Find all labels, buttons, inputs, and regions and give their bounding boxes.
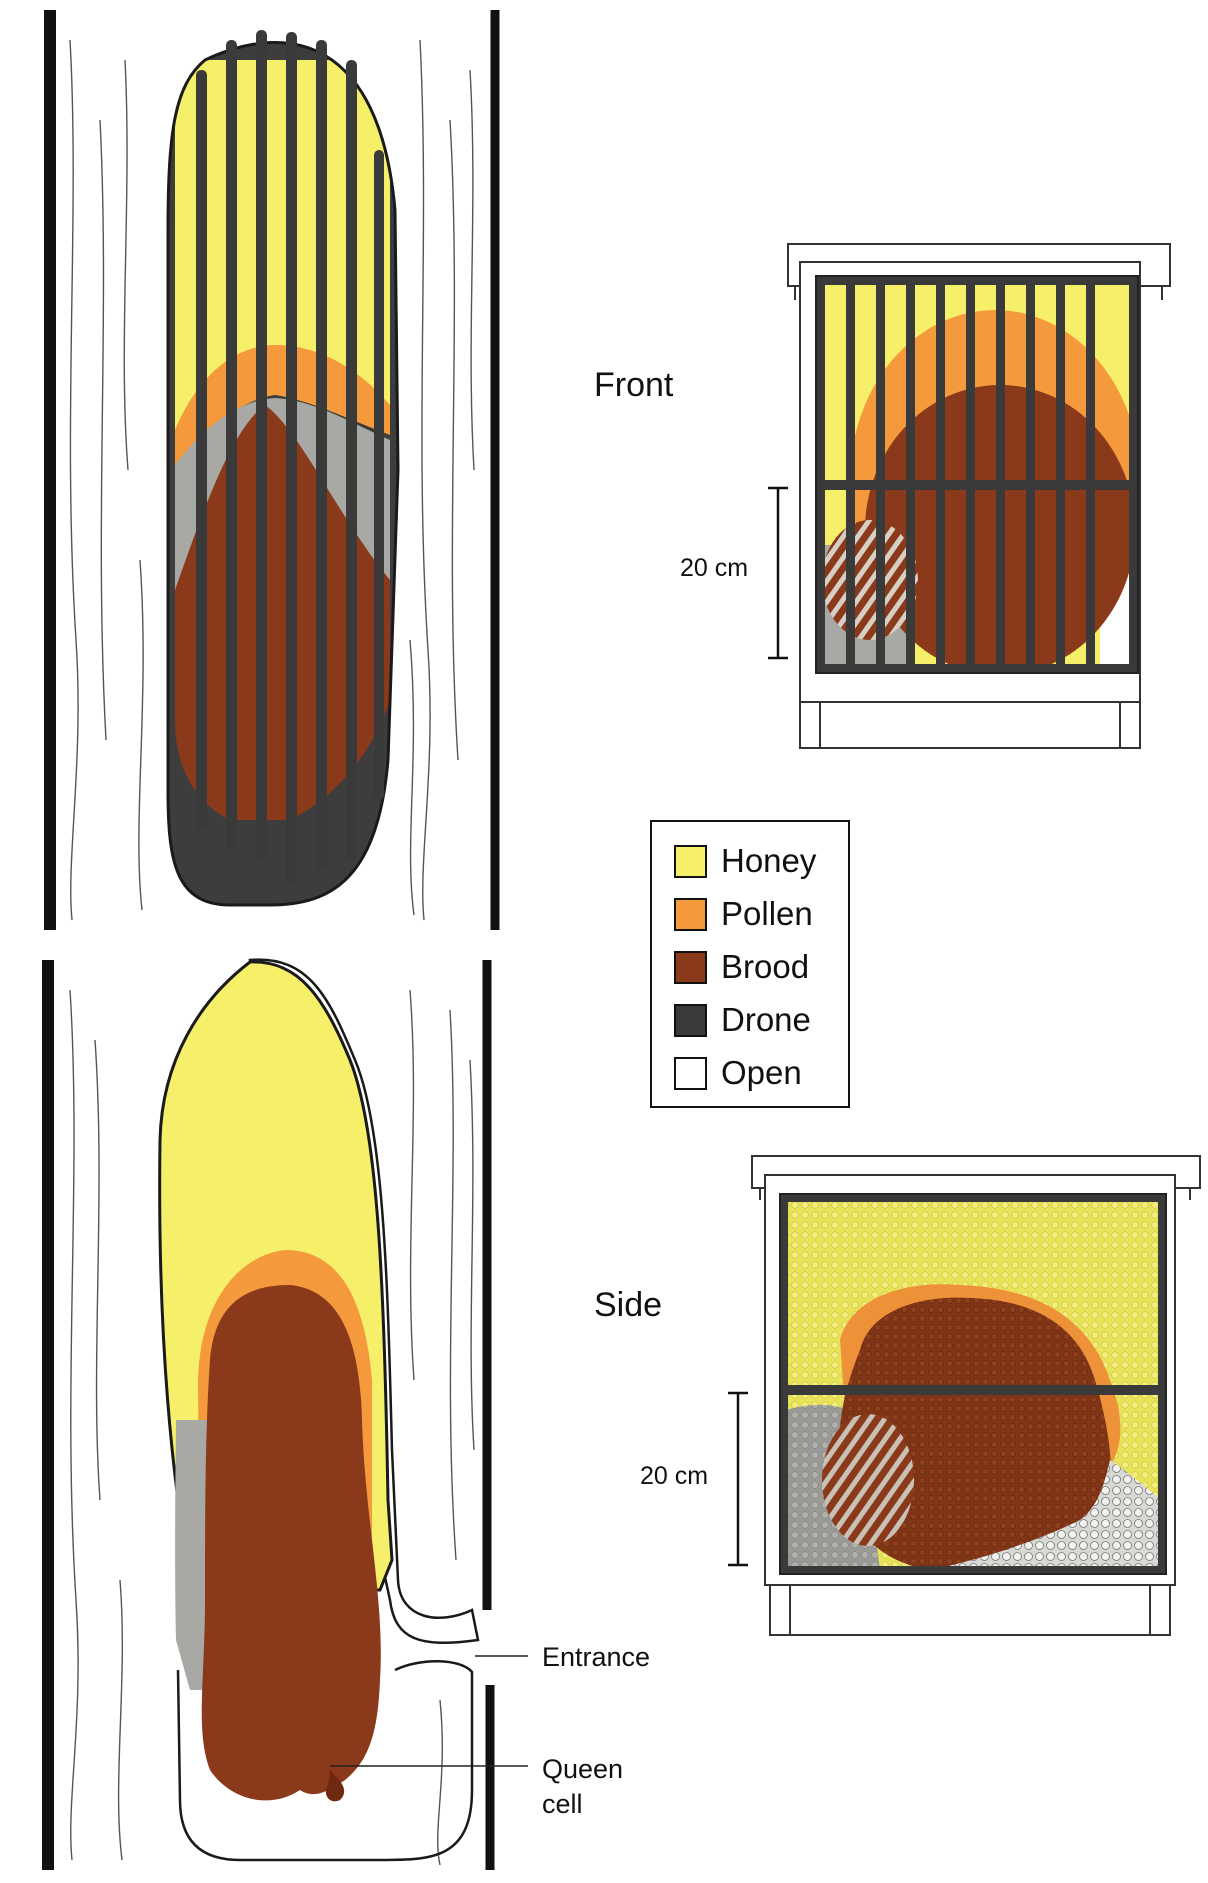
- legend-swatch-honey: [674, 844, 707, 878]
- legend-swatch-brood: [674, 950, 707, 984]
- legend-label: Pollen: [721, 895, 813, 932]
- entrance-label: Entrance: [542, 1642, 651, 1672]
- hive-side-view: [728, 1155, 1201, 1636]
- legend-item-drone: Drone: [674, 1000, 811, 1040]
- callout-lines: [330, 1655, 528, 1767]
- legend-swatch-pollen: [674, 897, 707, 931]
- scale-bar-front: [768, 486, 788, 660]
- tree-side-view: [42, 958, 495, 1870]
- scale-label-front: 20 cm: [680, 554, 749, 582]
- front-label: Front: [594, 366, 674, 404]
- legend-label: Open: [721, 1054, 802, 1091]
- scale-bar-side: [728, 1391, 748, 1567]
- legend-label: Drone: [721, 1001, 811, 1038]
- legend-label: Brood: [721, 948, 810, 985]
- hive-front-view: [768, 243, 1171, 749]
- legend-item-open: Open: [674, 1053, 802, 1093]
- legend-label: Honey: [721, 842, 817, 879]
- legend-item-brood: Brood: [674, 947, 809, 987]
- queen-cell-label-line2: cell: [542, 1789, 583, 1819]
- scale-label-side: 20 cm: [640, 1462, 709, 1490]
- legend-swatch-drone: [674, 1003, 707, 1037]
- tree-front-view: [44, 10, 500, 930]
- legend-swatch-open: [674, 1056, 707, 1090]
- side-label: Side: [594, 1286, 663, 1324]
- legend: Honey Pollen Brood Drone Open: [650, 820, 850, 1108]
- legend-item-honey: Honey: [674, 841, 816, 881]
- queen-cell-label-line1: Queen: [542, 1754, 624, 1784]
- legend-item-pollen: Pollen: [674, 894, 813, 934]
